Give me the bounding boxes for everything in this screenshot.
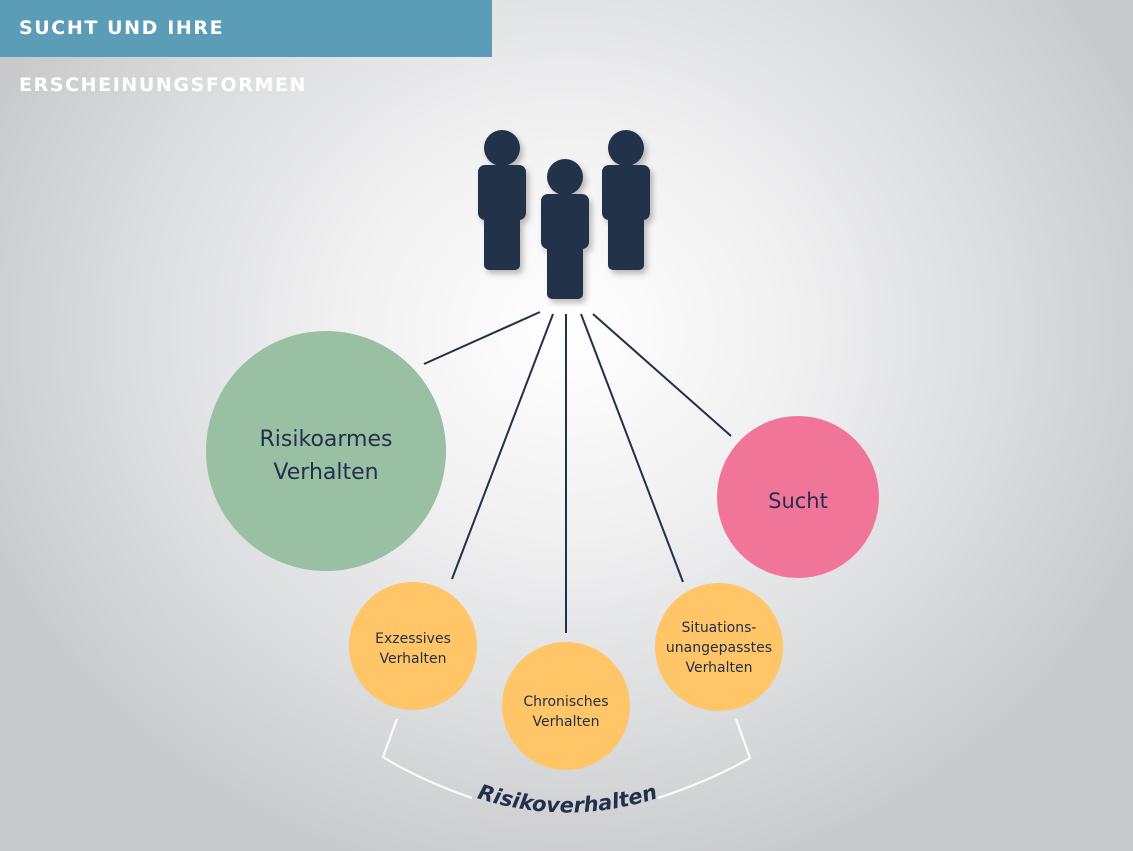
page-title: SUCHT UND IHRE ERSCHEINUNGSFORMEN bbox=[0, 0, 492, 96]
connector-addiction bbox=[592, 313, 732, 437]
connector-excessive bbox=[451, 313, 554, 580]
node-label: Situations- bbox=[682, 620, 757, 636]
connector-lines bbox=[423, 311, 732, 633]
node-label: Sucht bbox=[768, 489, 828, 513]
node-label: Exzessives bbox=[375, 631, 451, 647]
node-chronic: Chronisches Verhalten bbox=[502, 642, 630, 770]
people-group-icon bbox=[478, 130, 650, 299]
bracket-label-path: Risikoverhalten bbox=[475, 780, 659, 818]
person-icon-right bbox=[602, 130, 650, 270]
node-addiction: Sucht bbox=[717, 416, 879, 578]
node-label: Chronisches bbox=[523, 694, 608, 710]
node-situational: Situations- unangepasstes Verhalten bbox=[655, 583, 783, 711]
node-low-risk: Risikoarmes Verhalten bbox=[206, 331, 446, 571]
bracket-label: Risikoverhalten bbox=[475, 780, 659, 818]
node-label: Verhalten bbox=[686, 660, 753, 676]
person-icon-left bbox=[478, 130, 526, 270]
node-label: Verhalten bbox=[380, 651, 447, 667]
node-label: Verhalten bbox=[273, 460, 378, 485]
node-excessive: Exzessives Verhalten bbox=[349, 582, 477, 710]
node-label: unangepasstes bbox=[666, 640, 772, 656]
connector-low-risk bbox=[423, 311, 541, 365]
node-label: Risikoarmes bbox=[260, 427, 393, 452]
person-icon-center bbox=[541, 159, 589, 299]
connector-situational bbox=[580, 313, 684, 583]
node-label: Verhalten bbox=[533, 714, 600, 730]
